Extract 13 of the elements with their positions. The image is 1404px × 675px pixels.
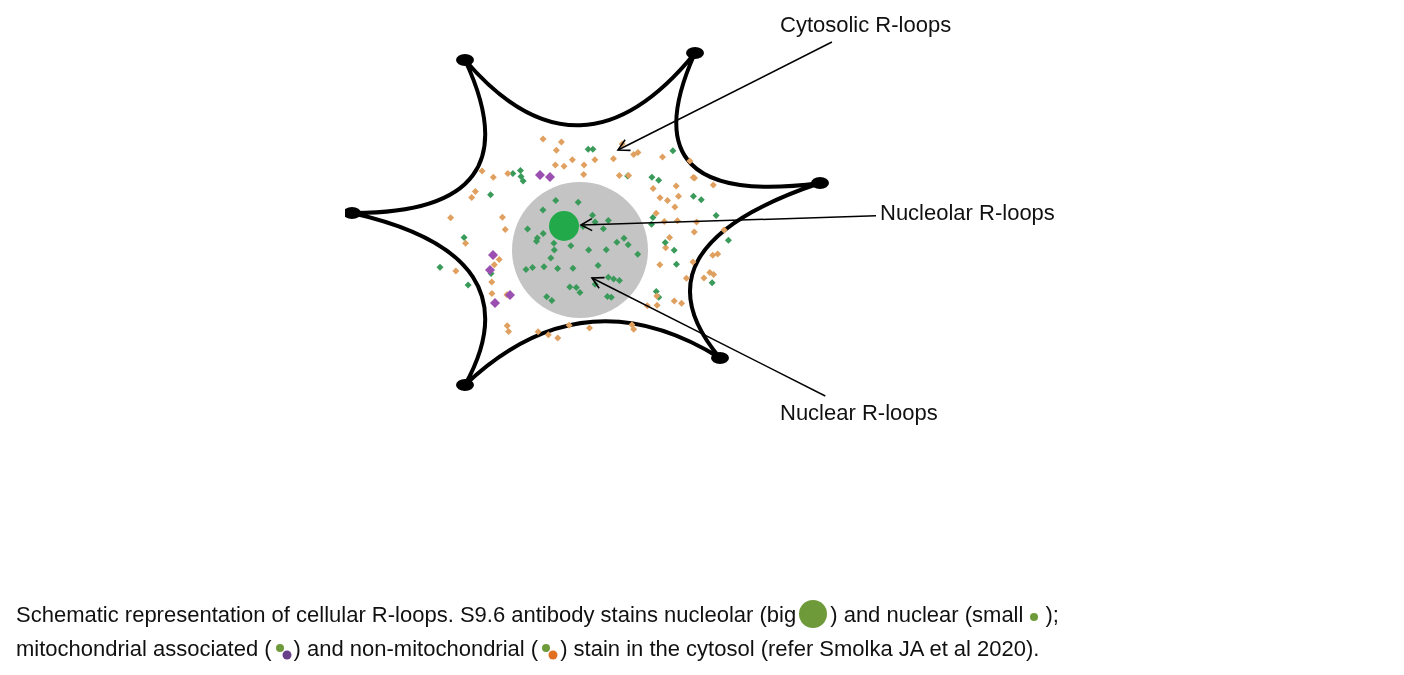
caption-text: mitochondrial associated ( — [16, 636, 272, 661]
caption-text: Schematic representation of cellular R-loops. S9.6 antibody stains nucleolar (big — [16, 602, 797, 627]
leader-line — [580, 215, 877, 232]
callout-label: Nuclear R-loops — [780, 400, 938, 426]
callout-label: Cytosolic R-loops — [780, 12, 952, 38]
leader-line — [617, 41, 833, 152]
caption-text: ) and non-mitochondrial ( — [293, 636, 539, 661]
caption-text: ) and nuclear (small — [830, 602, 1024, 627]
leader-line — [591, 276, 826, 397]
callout-label: Nucleolar R-loops — [880, 200, 1055, 226]
nucleolus-circle — [549, 211, 579, 241]
caption-text: ); — [1045, 602, 1059, 627]
caption-text: ) stain in the cytosol (refer Smolka JA et al 2020). — [560, 636, 1040, 661]
